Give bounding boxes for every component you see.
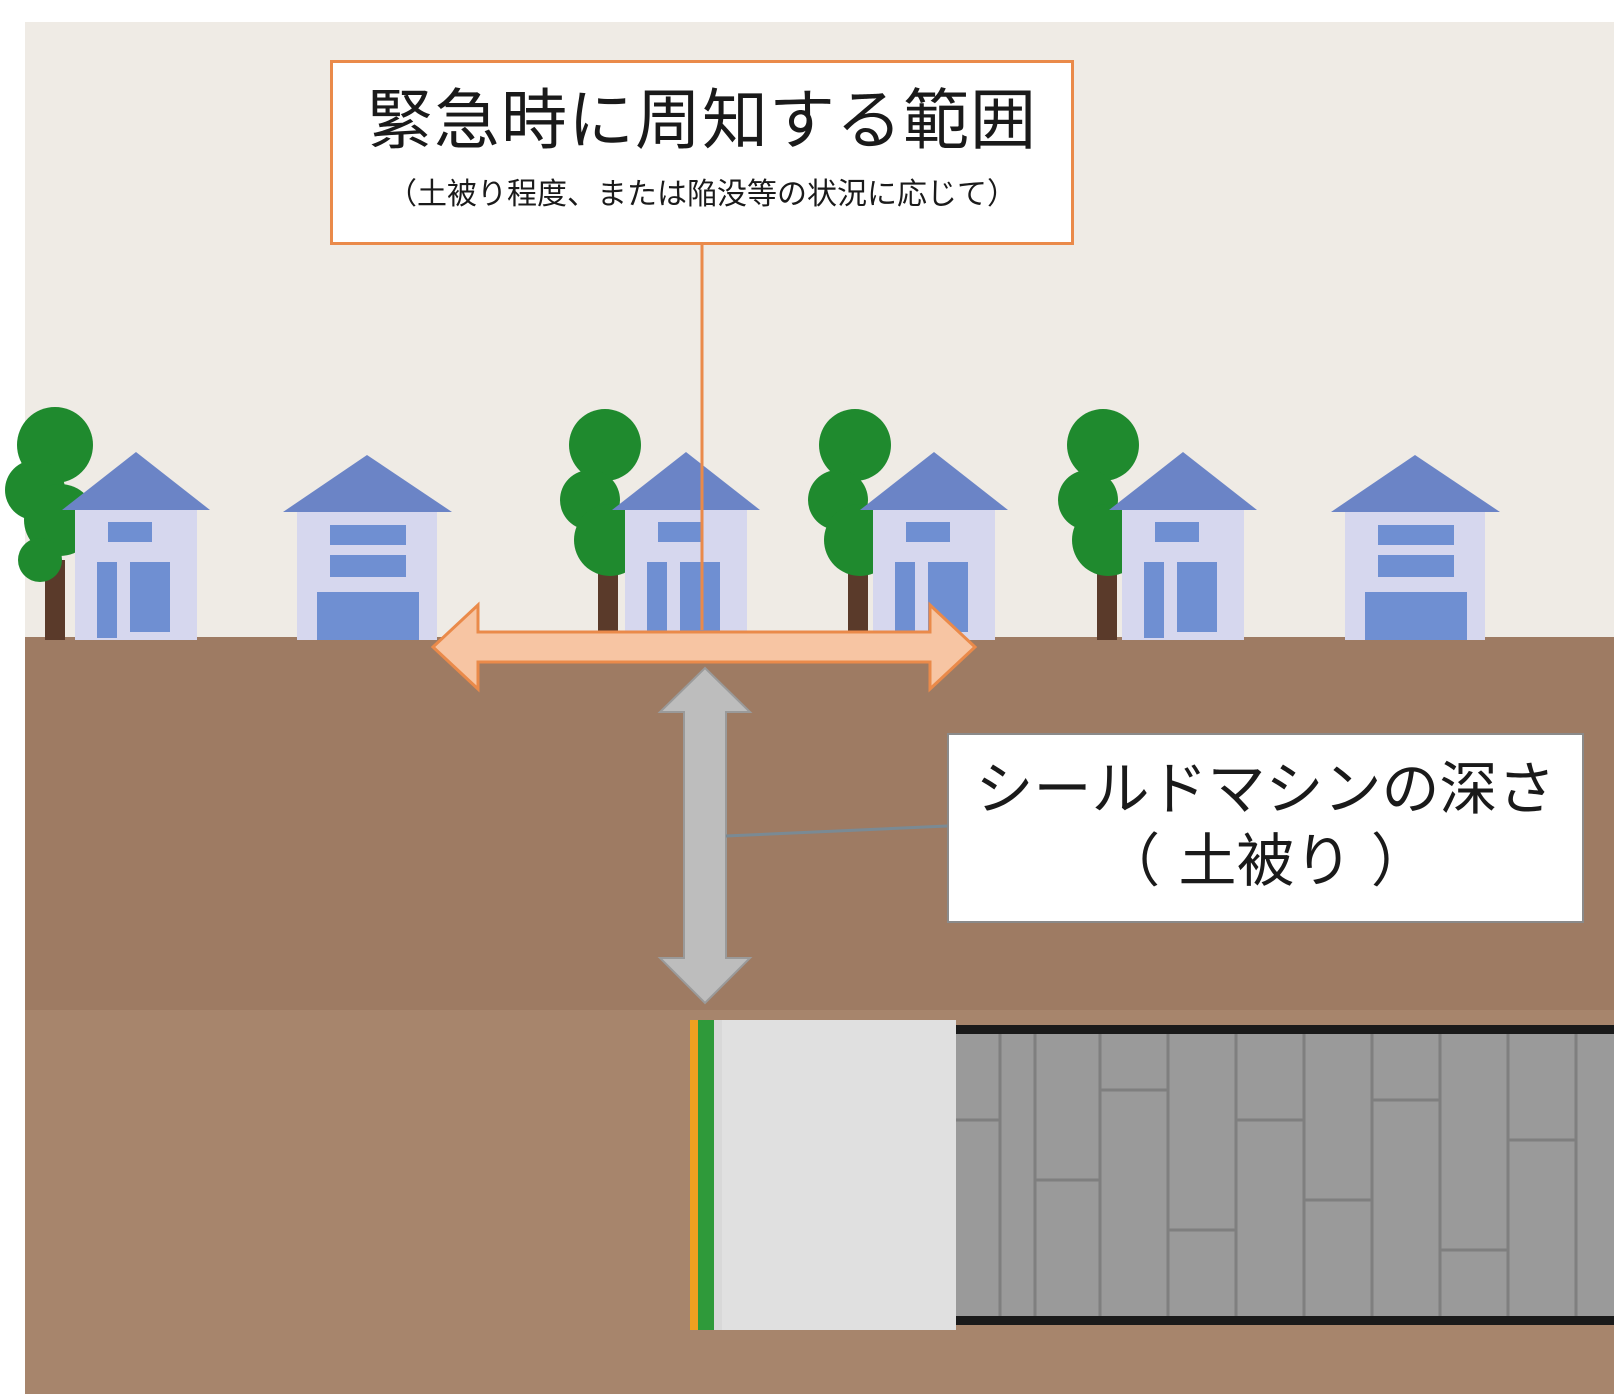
- machine-depth-subtitle: （ 土被り ）: [1102, 827, 1429, 895]
- house-icon: [612, 452, 760, 640]
- notify-range-subtitle: （土被り程度、または陥没等の状況に応じて）: [387, 177, 1017, 212]
- depth-arrow: [657, 666, 753, 1005]
- range-arrow: [430, 601, 978, 693]
- shield-machine-icon: [690, 1020, 956, 1330]
- house-icon: [62, 452, 210, 640]
- house-icon: [1109, 452, 1257, 640]
- machine-depth-label: シールドマシンの深さ （ 土被り ）: [947, 733, 1584, 923]
- depth-leader-line: [725, 824, 948, 838]
- house-icon: [1331, 455, 1500, 640]
- notify-range-title: 緊急時に周知する範囲: [367, 82, 1037, 159]
- machine-depth-title: シールドマシンの深さ: [975, 755, 1556, 823]
- house-icon: [283, 455, 452, 640]
- tunnel-segment-icon: [956, 1025, 1614, 1325]
- notify-range-label: 緊急時に周知する範囲 （土被り程度、または陥没等の状況に応じて）: [330, 60, 1074, 245]
